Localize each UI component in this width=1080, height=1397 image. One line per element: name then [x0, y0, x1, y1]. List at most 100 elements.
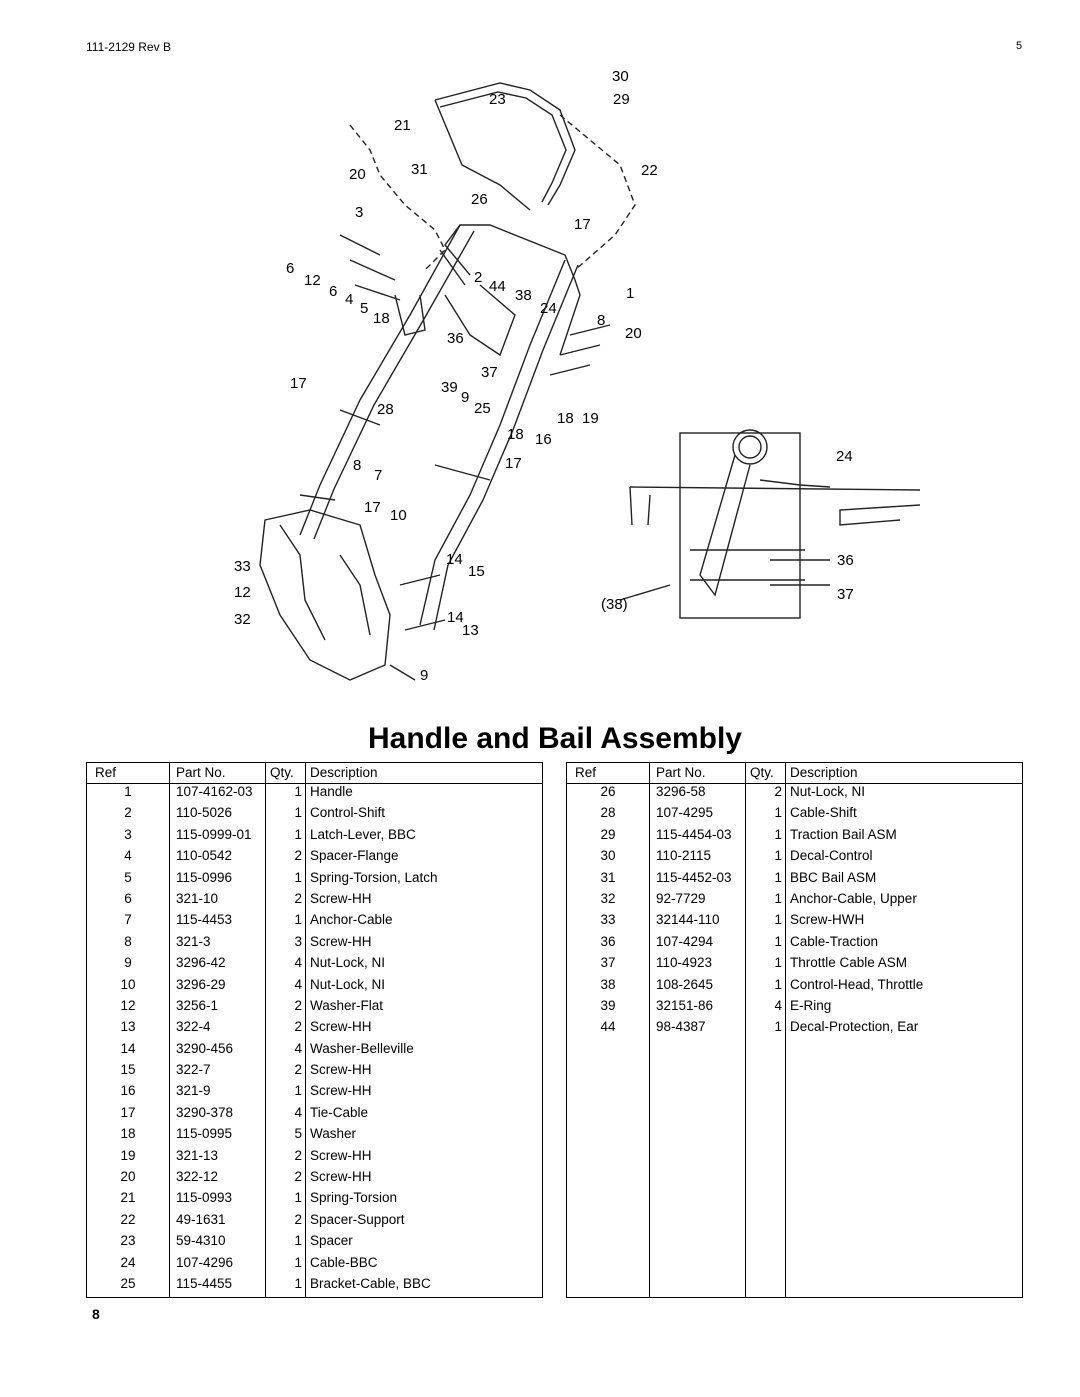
- part-number-cell: 321-10: [169, 890, 266, 913]
- quantity-cell: 1: [745, 976, 786, 998]
- description-cell: Screw-HH: [305, 1169, 543, 1191]
- quantity-cell: 1: [265, 783, 306, 806]
- empty-cell: [785, 1040, 1023, 1299]
- part-number-cell: 3290-378: [169, 1104, 266, 1127]
- callout-label: 36: [837, 552, 854, 569]
- ref-cell: 13: [86, 1019, 170, 1041]
- callout-label: 12: [234, 584, 251, 601]
- description-cell: Tie-Cable: [305, 1104, 543, 1127]
- callout-label: 4: [345, 291, 353, 308]
- part-number-cell: 98-4387: [649, 1019, 746, 1041]
- description-cell: Latch-Lever, BBC: [305, 826, 543, 849]
- description-cell: Screw-HH: [305, 1062, 543, 1084]
- callout-label: 6: [329, 283, 337, 300]
- quantity-cell: 4: [265, 1040, 306, 1063]
- part-number-cell: 321-3: [169, 933, 266, 956]
- quantity-cell: 1: [745, 1019, 786, 1041]
- quantity-cell: 1: [745, 933, 786, 956]
- description-cell: Spacer: [305, 1233, 543, 1255]
- column-header-qty: Qty.: [745, 762, 786, 784]
- description-cell: Anchor-Cable, Upper: [785, 890, 1023, 913]
- callout-label: 37: [837, 586, 854, 603]
- part-number-cell: 32144-110: [649, 912, 746, 934]
- part-number-cell: 107-4295: [649, 805, 746, 827]
- column-header-ref: Ref: [86, 762, 170, 784]
- callout-label: 28: [377, 401, 394, 418]
- ref-cell: 30: [566, 848, 650, 870]
- part-number-cell: 115-4453: [169, 912, 266, 934]
- quantity-cell: 2: [265, 890, 306, 913]
- description-cell: Washer-Flat: [305, 997, 543, 1020]
- callout-label: 10: [390, 507, 407, 524]
- ref-cell: 31: [566, 869, 650, 891]
- part-number-cell: 49-1631: [169, 1211, 266, 1234]
- empty-cell: [745, 1040, 786, 1299]
- table-filler-row: [566, 1040, 1023, 1299]
- description-cell: Screw-HWH: [785, 912, 1023, 934]
- callout-label: 8: [353, 457, 361, 474]
- ref-cell: 29: [566, 826, 650, 849]
- corner-page-number: 5: [1016, 40, 1023, 52]
- callout-label: 15: [468, 563, 485, 580]
- description-cell: Decal-Control: [785, 848, 1023, 870]
- description-cell: Screw-HH: [305, 1147, 543, 1170]
- part-number-cell: 32151-86: [649, 997, 746, 1020]
- description-cell: Control-Shift: [305, 805, 543, 827]
- part-number-cell: 115-4452-03: [649, 869, 746, 891]
- part-number-cell: 92-7729: [649, 890, 746, 913]
- quantity-cell: 2: [265, 1211, 306, 1234]
- callout-label: 9: [420, 667, 428, 684]
- callout-label: 14: [446, 551, 463, 568]
- part-number-cell: 322-12: [169, 1169, 266, 1191]
- ref-cell: 21: [86, 1190, 170, 1212]
- description-cell: E-Ring: [785, 997, 1023, 1020]
- ref-cell: 44: [566, 1019, 650, 1041]
- callout-label: 17: [290, 375, 307, 392]
- ref-cell: 24: [86, 1254, 170, 1276]
- ref-cell: 10: [86, 976, 170, 998]
- description-cell: Spring-Torsion, Latch: [305, 869, 543, 891]
- part-number-cell: 110-4923: [649, 955, 746, 977]
- description-cell: Cable-Traction: [785, 933, 1023, 956]
- quantity-cell: 2: [265, 1147, 306, 1170]
- callout-label: 5: [360, 300, 368, 317]
- description-cell: Nut-Lock, NI: [785, 783, 1023, 806]
- diagram-linework: [259, 82, 921, 681]
- callout-label: 24: [836, 448, 853, 465]
- ref-cell: 37: [566, 955, 650, 977]
- quantity-cell: 2: [265, 1062, 306, 1084]
- diagram-callouts: 30 23 29 21 22 31 20 26 3 17 6 12 2 44 1…: [234, 68, 854, 684]
- ref-cell: 22: [86, 1211, 170, 1234]
- description-cell: BBC Bail ASM: [785, 869, 1023, 891]
- part-number-cell: 107-4162-03: [169, 783, 266, 806]
- description-cell: Washer-Belleville: [305, 1040, 543, 1063]
- callout-label: 18: [507, 426, 524, 443]
- quantity-cell: 1: [265, 1254, 306, 1276]
- ref-cell: 3: [86, 826, 170, 849]
- callout-label: 7: [374, 467, 382, 484]
- ref-cell: 7: [86, 912, 170, 934]
- callout-label: 21: [394, 117, 411, 134]
- quantity-cell: 1: [745, 805, 786, 827]
- ref-cell: 4: [86, 848, 170, 870]
